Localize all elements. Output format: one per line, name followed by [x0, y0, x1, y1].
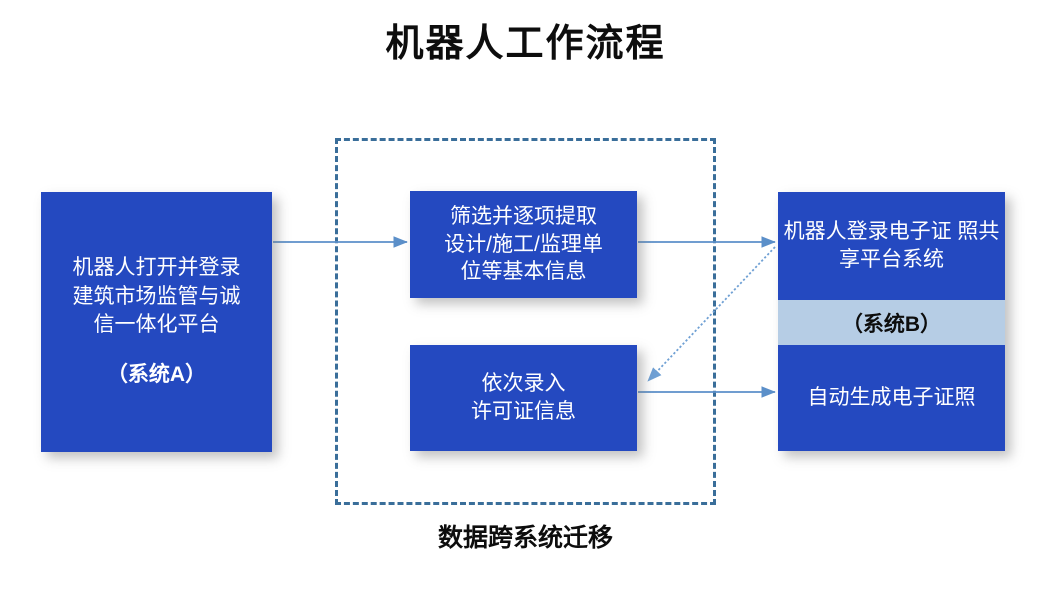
box-left-line-2: 建筑市场监管与诚	[72, 284, 241, 308]
box-right-top-line-1: 机器人登录电子证	[783, 220, 952, 244]
band-label-text: （系统B）	[841, 312, 942, 336]
dashed-region-caption: 数据跨系统迁移	[437, 524, 613, 552]
process-group-right-system-b: 机器人登录电子证 照共享平台系统 （系统B） 自动生成电子证照	[778, 192, 1005, 451]
page-title: 机器人工作流程	[385, 23, 666, 65]
process-box-middle-top[interactable]: 筛选并逐项提取 设计/施工/监理单 位等基本信息	[410, 191, 637, 298]
process-box-right-bottom[interactable]: 自动生成电子证照	[778, 345, 1005, 451]
box-mid-bottom-line-2: 许可证信息	[471, 400, 576, 423]
box-right-bottom-line-1: 自动生成电子证照	[807, 386, 976, 410]
box-mid-top-line-2: 设计/施工/监理单	[444, 232, 603, 256]
box-mid-top-line-3: 位等基本信息	[460, 260, 587, 284]
arrow-righttop-to-midbottom	[647, 246, 776, 382]
process-box-middle-bottom[interactable]: 依次录入 许可证信息	[410, 345, 637, 451]
box-mid-bottom-line-1: 依次录入	[481, 372, 566, 396]
system-b-band-label: （系统B）	[778, 300, 1005, 345]
process-box-left-system-a[interactable]: 机器人打开并登录 建筑市场监管与诚 信一体化平台 （系统A）	[41, 192, 272, 452]
box-left-system-tag: （系统A）	[106, 363, 207, 387]
box-left-line-3: 信一体化平台	[93, 313, 220, 336]
box-right-top-line-2: 照共享平台系统	[839, 220, 1000, 271]
process-box-right-top[interactable]: 机器人登录电子证 照共享平台系统	[778, 192, 1005, 300]
box-left-line-1: 机器人打开并登录	[72, 256, 241, 280]
box-mid-top-line-1: 筛选并逐项提取	[450, 204, 597, 228]
